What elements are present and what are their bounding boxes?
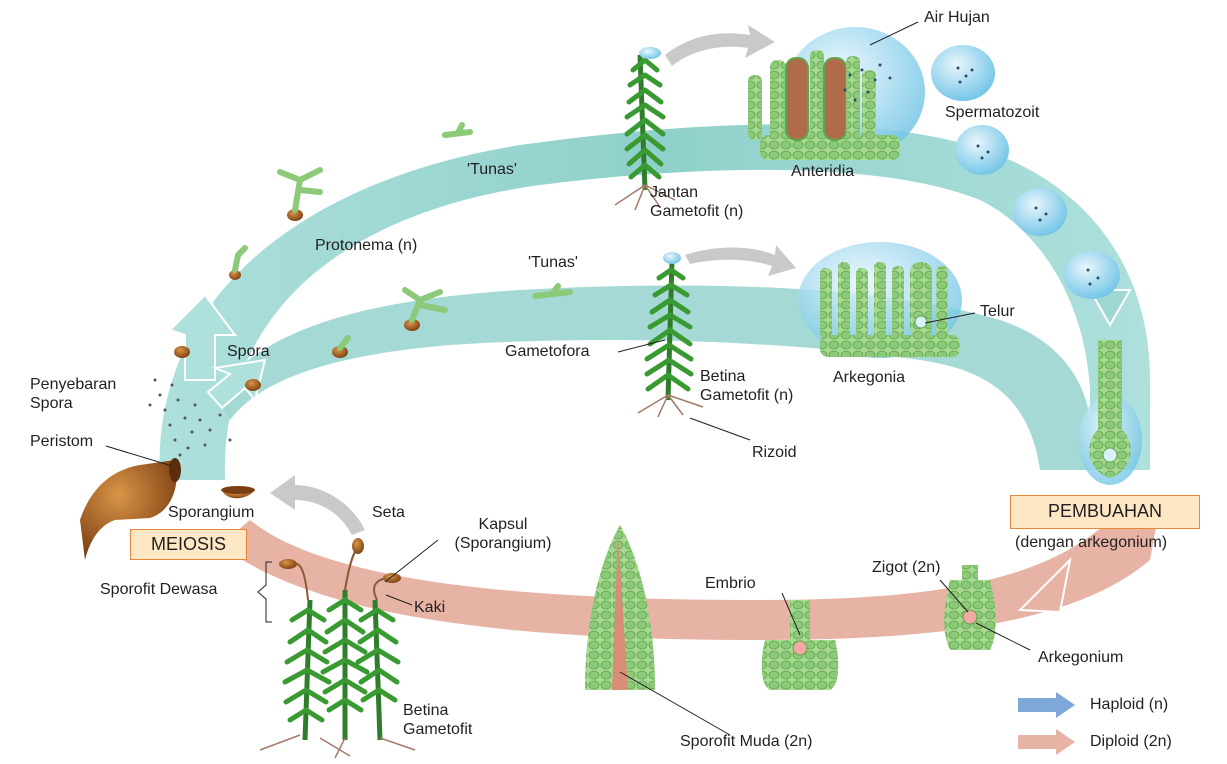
label-betina-gametofit: Betina Gametofit bbox=[403, 701, 472, 739]
archegonia-drawing bbox=[798, 242, 962, 358]
legend-haploid-label: Haploid (n) bbox=[1090, 696, 1168, 714]
label-betina-n-line1: Betina bbox=[700, 367, 830, 386]
zygote-drawing bbox=[944, 565, 996, 650]
label-betina-line2: Gametofit bbox=[403, 720, 472, 739]
label-peristom: Peristom bbox=[30, 432, 93, 451]
antheridia-drawing bbox=[748, 27, 925, 160]
label-spora: Spora bbox=[227, 342, 270, 361]
label-protonema: Protonema (n) bbox=[315, 236, 417, 255]
label-jantan-line1: Jantan bbox=[650, 183, 770, 202]
label-sporofit-muda: Sporofit Muda (2n) bbox=[680, 732, 813, 751]
young-sporophyte-drawing bbox=[585, 525, 655, 690]
label-embrio: Embrio bbox=[705, 574, 756, 593]
legend-diploid-arrow bbox=[1018, 729, 1075, 755]
label-kaki: Kaki bbox=[414, 598, 445, 617]
label-telur: Telur bbox=[980, 302, 1015, 321]
label-rizoid: Rizoid bbox=[752, 443, 796, 462]
label-jantan-line2: Gametofit (n) bbox=[650, 202, 770, 221]
label-sporangium: Sporangium bbox=[168, 503, 254, 522]
grey-arrow-sporangium bbox=[270, 475, 365, 535]
label-kapsul-line1: Kapsul bbox=[433, 515, 573, 534]
label-dengan-arkegonium: (dengan arkegonium) bbox=[1015, 533, 1167, 552]
meiosis-box: MEIOSIS bbox=[130, 529, 247, 560]
label-gametofora: Gametofora bbox=[505, 342, 589, 361]
label-penyebaran-line2: Spora bbox=[30, 394, 116, 413]
label-tunas-upper: 'Tunas' bbox=[467, 160, 517, 179]
label-sporofit-dewasa: Sporofit Dewasa bbox=[100, 580, 217, 599]
label-penyebaran-spora: Penyebaran Spora bbox=[30, 375, 116, 413]
label-spermatozoit: Spermatozoit bbox=[945, 103, 1039, 122]
legend-haploid-arrow bbox=[1018, 692, 1075, 718]
label-penyebaran-line1: Penyebaran bbox=[30, 375, 116, 394]
label-betina-n-line2: Gametofit (n) bbox=[700, 386, 830, 405]
label-kapsul: Kapsul (Sporangium) bbox=[433, 515, 573, 553]
pembuahan-box: PEMBUAHAN bbox=[1010, 495, 1200, 529]
label-zigot: Zigot (2n) bbox=[872, 558, 940, 577]
label-air-hujan: Air Hujan bbox=[924, 8, 990, 27]
label-tunas-lower: 'Tunas' bbox=[528, 253, 578, 272]
label-jantan-gametofit: Jantan Gametofit (n) bbox=[650, 183, 770, 221]
label-arkegonium: Arkegonium bbox=[1038, 648, 1123, 667]
label-kapsul-line2: (Sporangium) bbox=[433, 534, 573, 553]
label-anteridia: Anteridia bbox=[791, 162, 854, 181]
legend-diploid-label: Diploid (2n) bbox=[1090, 733, 1172, 751]
label-betina-line1: Betina bbox=[403, 701, 472, 720]
label-betina-gametofit-n: Betina Gametofit (n) bbox=[700, 367, 830, 405]
label-seta: Seta bbox=[372, 503, 405, 522]
grey-arrow-female bbox=[685, 245, 796, 276]
label-arkegonia: Arkegonia bbox=[833, 368, 905, 387]
grey-arrow-male bbox=[665, 25, 775, 66]
sporangium-small bbox=[221, 486, 255, 498]
